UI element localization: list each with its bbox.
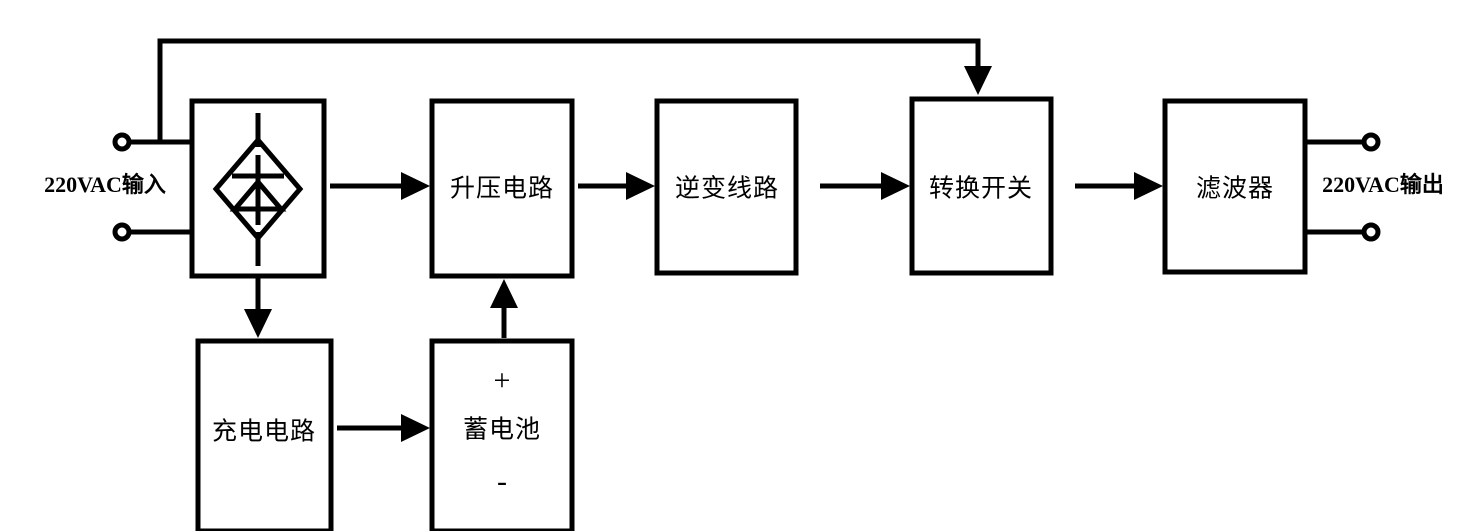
- arrowhead-icon: [490, 279, 518, 308]
- block-battery-label: 蓄电池: [462, 416, 542, 444]
- bypass-path: [157, 38, 981, 144]
- arrow-battery-to-boost: [490, 279, 518, 338]
- arrow-rectifier-to-charger: [244, 278, 272, 338]
- output-terminal-top: [1361, 132, 1381, 152]
- block-inverter-label: 逆变线路: [674, 175, 780, 203]
- block-charger-label: 充电电路: [211, 418, 317, 446]
- output-port-label: 220VAC输出: [1322, 172, 1444, 197]
- arrowhead-icon: [401, 172, 430, 200]
- arrow-boost-to-inverter: [578, 172, 655, 200]
- arrowhead-icon: [401, 414, 430, 442]
- output-port-group: [1303, 132, 1381, 242]
- arrowhead-icon: [1134, 172, 1163, 200]
- block-boost[interactable]: [429, 98, 575, 279]
- arrow-rectifier-to-boost: [330, 172, 430, 200]
- block-inverter[interactable]: [654, 98, 799, 276]
- arrow-switch-to-filter: [1075, 172, 1163, 200]
- block-filter-label: 滤波器: [1195, 175, 1275, 203]
- bypass-feedback-line: [157, 38, 992, 144]
- arrow-charger-to-battery: [337, 414, 430, 442]
- block-boost-label: 升压电路: [449, 175, 555, 203]
- arrowhead-icon: [244, 309, 272, 338]
- rectifier-diamond: [212, 136, 304, 242]
- rectifier-anode-triangle: [229, 178, 287, 212]
- block-transfer-switch[interactable]: [909, 96, 1054, 276]
- input-terminal-top: [112, 132, 132, 152]
- bypass-arrowhead-icon: [964, 66, 992, 95]
- block-filter[interactable]: [1162, 98, 1308, 275]
- arrowhead-icon: [881, 172, 910, 200]
- bridge-rectifier-symbol: [212, 113, 304, 266]
- block-battery[interactable]: [429, 338, 575, 531]
- arrow-inverter-to-switch: [820, 172, 910, 200]
- block-charger[interactable]: [195, 338, 334, 531]
- battery-plus-sign: +: [493, 364, 511, 397]
- output-terminal-bottom: [1361, 222, 1381, 242]
- block-transfer-switch-label: 转换开关: [928, 175, 1034, 203]
- input-terminal-bottom: [112, 222, 132, 242]
- battery-minus-sign: -: [497, 465, 507, 498]
- input-port-label: 220VAC输入: [44, 172, 166, 197]
- arrowhead-icon: [626, 172, 655, 200]
